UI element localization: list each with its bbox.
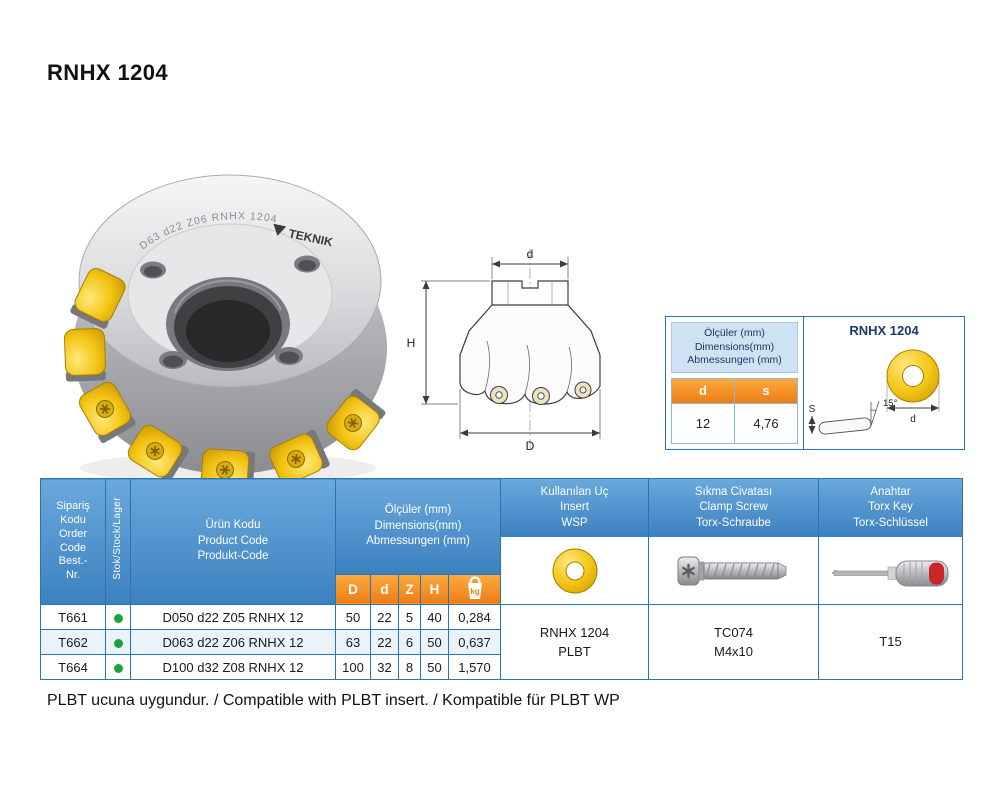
- spec-insert-pane: RNHX 1204 d S 15°: [804, 317, 964, 449]
- dim-H-cell: 50: [420, 654, 449, 680]
- dim-H-cell: 40: [420, 604, 449, 630]
- dim-d-cell: 22: [370, 629, 399, 655]
- insert-top-view-icon: [552, 548, 598, 593]
- table-row: T661 D050 d22 Z05 RNHX 12 50 22 5 40 0,2…: [40, 604, 964, 680]
- col-subheader-d: d: [370, 573, 399, 606]
- insert-image-area: [501, 537, 648, 604]
- stock-dot: [113, 663, 123, 673]
- order-code-cell: T664: [40, 654, 106, 680]
- milling-cutter-image: D63 d22 Z06 RNHX 1204 TEKNIK: [64, 174, 387, 492]
- product-code-cell: D063 d22 Z06 RNHX 12: [130, 629, 336, 655]
- dim-H-label: H: [407, 336, 416, 350]
- insert-dim-d-label: d: [910, 414, 916, 425]
- dim-d-cell: 32: [370, 654, 399, 680]
- insert-value-cell: RNHX 1204 PLBT: [500, 604, 650, 680]
- svg-text:kg: kg: [470, 587, 479, 596]
- dim-Z-cell: 5: [398, 604, 421, 630]
- product-code-cell: D050 d22 Z05 RNHX 12: [130, 604, 336, 630]
- table-row: T664 D100 d32 Z08 RNHX 12 100 32 8 50 1,…: [40, 654, 963, 680]
- weight-kg-icon: kg: [467, 576, 482, 599]
- spec-dimensions-header: Ölçüler (mm) Dimensions(mm) Abmessungen …: [671, 322, 798, 373]
- key-header-label: Anahtar Torx Key Torx-Schlüssel: [819, 479, 962, 537]
- insert-header-label: Kullanılan Uç Insert WSP: [501, 479, 648, 537]
- spec-s-value: 4,76: [735, 403, 797, 443]
- screw-image-area: [649, 537, 818, 604]
- cutter-side-view-drawing: d H D: [407, 247, 601, 453]
- screw-value-cell: TC074 M4x10: [648, 604, 820, 680]
- key-image-area: [819, 537, 962, 604]
- dim-Z-cell: 8: [398, 654, 421, 680]
- key-value-cell: T15: [818, 604, 964, 680]
- stock-cell: [105, 654, 131, 680]
- dim-D-cell: 50: [335, 604, 371, 630]
- dim-Z-cell: 6: [398, 629, 421, 655]
- stock-dot: [113, 638, 123, 648]
- page-title: RNHX 1204: [47, 60, 168, 85]
- dim-H-cell: 50: [420, 629, 449, 655]
- compatibility-note: PLBT ucuna uygundur. / Compatible with P…: [47, 692, 620, 709]
- order-code-cell: T662: [40, 629, 106, 655]
- order-code-cell: T661: [40, 604, 106, 630]
- insert-drawing: d S 15°: [808, 349, 940, 435]
- col-header-stock: Stok/Stock/Lager: [105, 478, 131, 605]
- col-header-order-code: Sipariş Kodu Order Code Best.- Nr.: [40, 478, 106, 605]
- product-code-cell: D100 d32 Z08 RNHX 12: [130, 654, 336, 680]
- weight-cell: 0,284: [447, 604, 502, 630]
- dim-D-cell: 100: [335, 654, 371, 680]
- weight-cell: 0,637: [447, 629, 502, 655]
- product-table: Sipariş Kodu Order Code Best.- Nr. Stok/…: [40, 478, 964, 680]
- col-header-clamp-screw: Sıkma Civatası Clamp Screw Torx-Schraube: [648, 478, 820, 605]
- col-subheader-H: H: [420, 573, 449, 606]
- stock-header-label: Stok/Stock/Lager: [112, 497, 124, 581]
- spec-d-value: 12: [672, 403, 734, 443]
- dim-D-label: D: [526, 439, 535, 453]
- insert-angle-label: 15°: [883, 398, 898, 409]
- col-subheader-weight: kg: [447, 573, 502, 606]
- screw-header-label: Sıkma Civatası Clamp Screw Torx-Schraube: [649, 479, 818, 537]
- stock-cell: [105, 604, 131, 630]
- insert-title: RNHX 1204: [849, 323, 919, 338]
- stock-cell: [105, 629, 131, 655]
- weight-cell: 1,570: [447, 654, 502, 680]
- torx-key-icon: [831, 560, 949, 586]
- product-photo: D63 d22 Z06 RNHX 1204 TEKNIK: [35, 98, 395, 492]
- technical-drawing: d H D: [395, 243, 665, 455]
- spec-col-d-label: d: [672, 378, 734, 403]
- col-subheader-Z: Z: [398, 573, 421, 606]
- dim-D-cell: 63: [335, 629, 371, 655]
- col-subheader-D: D: [335, 573, 371, 606]
- clamp-screw-icon: [677, 556, 786, 585]
- insert-spec-box: Ölçüler (mm) Dimensions(mm) Abmessungen …: [665, 316, 965, 450]
- spec-table: d s 12 4,76: [671, 377, 798, 444]
- col-header-torx-key: Anahtar Torx Key Torx-Schlüssel: [818, 478, 964, 605]
- col-header-dimensions: Ölçüler (mm) Dimensions(mm) Abmessungen …: [334, 478, 502, 575]
- col-header-insert: Kullanılan Uç Insert WSP: [500, 478, 650, 605]
- insert-ring: [64, 268, 386, 492]
- dim-d-label: d: [527, 247, 534, 261]
- dim-d-cell: 22: [370, 604, 399, 630]
- spec-col-s-label: s: [735, 378, 797, 403]
- spec-dimensions-pane: Ölçüler (mm) Dimensions(mm) Abmessungen …: [666, 317, 804, 449]
- col-header-product-code: Ürün Kodu Product Code Produkt-Code: [130, 478, 336, 605]
- table-row: T662 D063 d22 Z06 RNHX 12 63 22 6 50 0,6…: [40, 629, 963, 655]
- stock-dot: [113, 613, 123, 623]
- insert-dim-s-label: S: [809, 404, 816, 415]
